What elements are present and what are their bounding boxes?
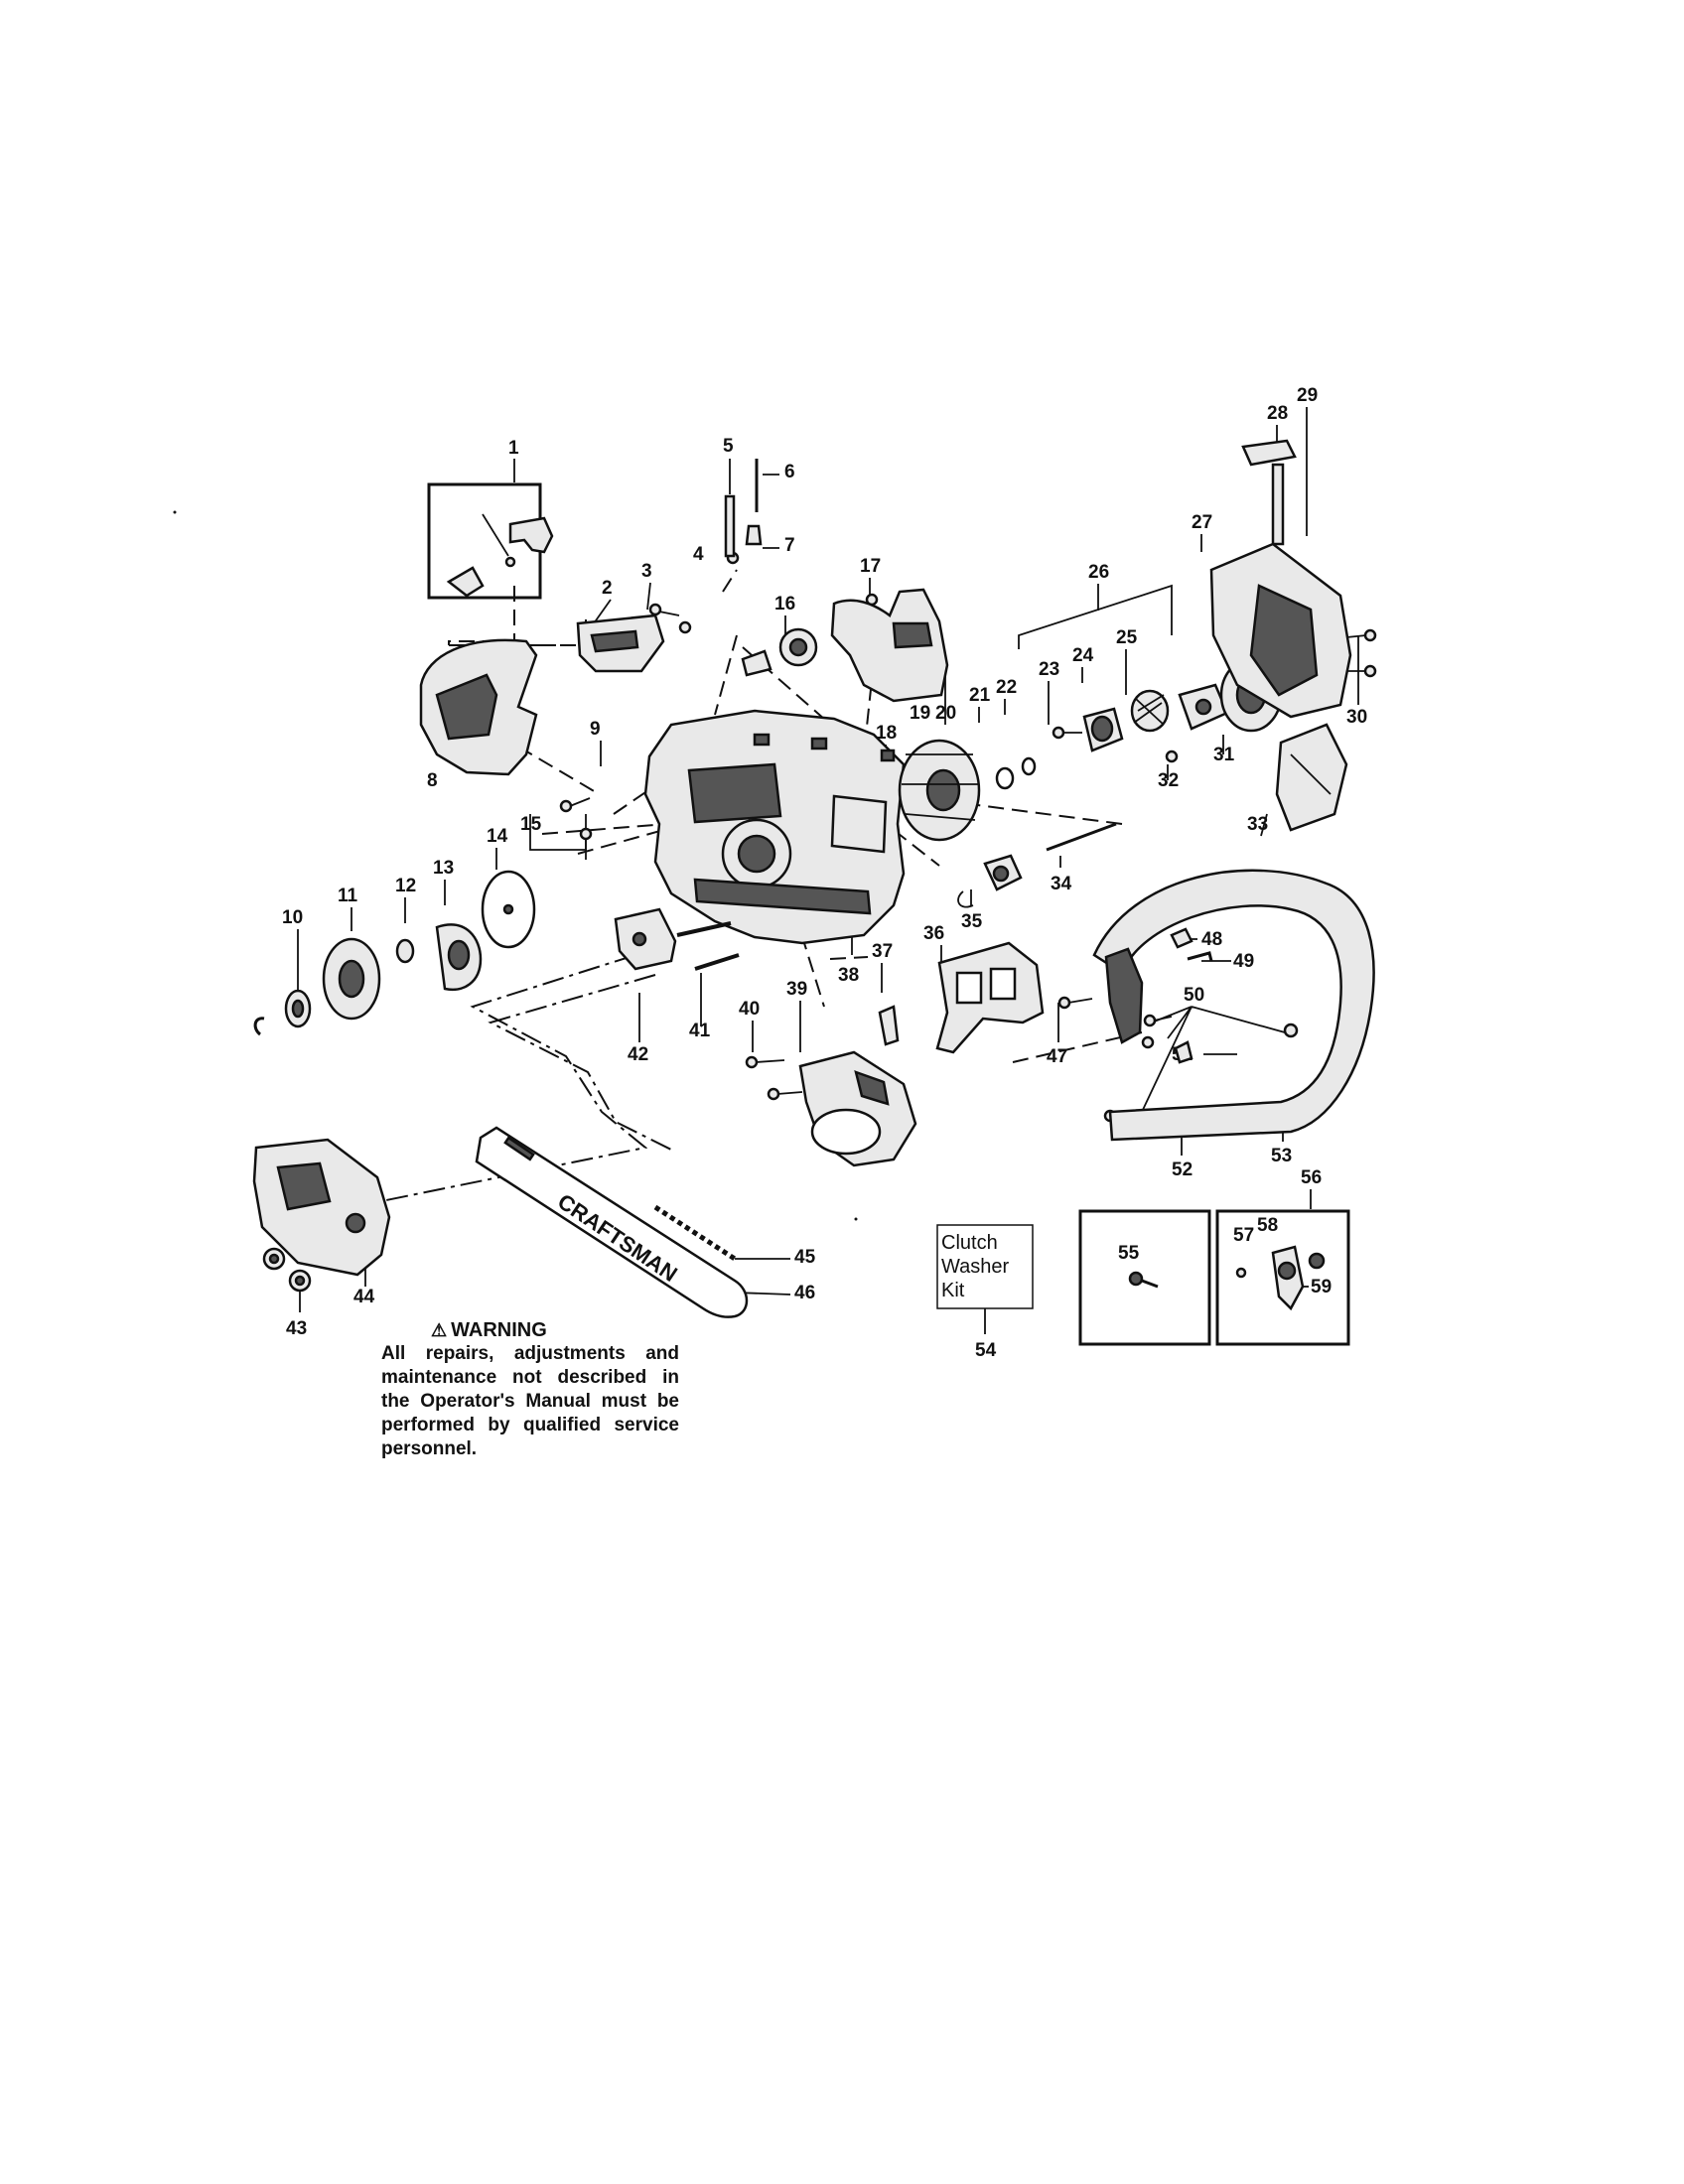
air-filter-cover <box>741 588 949 703</box>
callout-5: 5 <box>723 436 734 457</box>
clutch-parts <box>253 870 536 1036</box>
callout-16: 16 <box>774 594 795 614</box>
callout-21: 21 <box>969 685 991 706</box>
callout-58: 58 <box>1257 1215 1278 1236</box>
callout-4: 4 <box>693 544 704 565</box>
callout-57: 57 <box>1233 1225 1254 1246</box>
callout-11: 11 <box>338 886 358 906</box>
warning-triangle-icon: ⚠ <box>431 1320 448 1340</box>
rods <box>724 459 1117 852</box>
clutch-washer-kit-label: Clutch Washer Kit <box>941 1232 1010 1301</box>
callout-1: 1 <box>508 438 519 459</box>
callout-18: 18 <box>876 723 897 744</box>
callout-44: 44 <box>353 1287 375 1307</box>
kit-54-box <box>936 1224 1034 1309</box>
callout-36: 36 <box>923 923 944 944</box>
callout-45: 45 <box>794 1247 816 1268</box>
warning-title: ⚠WARNING <box>431 1318 679 1342</box>
callout-23: 23 <box>1039 659 1059 680</box>
callout-10: 10 <box>282 907 303 928</box>
callout-50: 50 <box>1184 985 1204 1006</box>
kit-boxes-55-56 <box>1078 1209 1350 1346</box>
callout-40: 40 <box>739 999 760 1020</box>
callout-12: 12 <box>395 876 416 896</box>
callout-30: 30 <box>1346 707 1367 728</box>
callout-6: 6 <box>784 462 795 482</box>
callout-54: 54 <box>975 1340 997 1361</box>
callout-56: 56 <box>1301 1167 1322 1188</box>
callout-27: 27 <box>1192 512 1212 533</box>
front-handle <box>1092 869 1375 1142</box>
callout-2: 2 <box>602 578 613 599</box>
callout-22: 22 <box>996 677 1017 698</box>
callout-31: 31 <box>1213 745 1235 765</box>
callout-28: 28 <box>1267 403 1288 424</box>
callout-13: 13 <box>433 858 454 879</box>
warning-title-text: WARNING <box>451 1319 547 1341</box>
sprocket-cover <box>252 1138 391 1293</box>
stray-mark <box>854 1217 858 1221</box>
clutch-cover <box>798 941 1045 1167</box>
oil-pump <box>957 854 1023 908</box>
callout-49: 49 <box>1233 951 1254 972</box>
callout-29: 29 <box>1297 385 1318 406</box>
warning-text: All repairs, adjustments and maintenance… <box>381 1343 679 1459</box>
callout-26: 26 <box>1088 562 1109 583</box>
flywheel <box>898 739 1037 842</box>
bar-plate <box>614 907 740 971</box>
callout-14: 14 <box>487 826 508 847</box>
callout-8: 8 <box>427 770 438 791</box>
callout-34: 34 <box>1051 874 1072 894</box>
callout-55: 55 <box>1118 1243 1140 1264</box>
callout-46: 46 <box>794 1283 815 1303</box>
callout-48: 48 <box>1201 929 1222 950</box>
callout-labels: 1 2 3 4 5 6 7 8 9 10 11 12 13 14 15 16 1… <box>282 385 1367 1361</box>
callout-25: 25 <box>1116 627 1138 648</box>
callout-19: 19 <box>910 703 930 724</box>
warning-notice: ⚠WARNING All repairs, adjustments and ma… <box>381 1318 679 1461</box>
guide-bar: CRAFTSMAN <box>475 1126 749 1318</box>
callout-59: 59 <box>1311 1277 1332 1297</box>
callout-43: 43 <box>286 1318 307 1339</box>
callout-9: 9 <box>590 719 601 740</box>
callout-42: 42 <box>628 1044 648 1065</box>
callout-37: 37 <box>872 941 893 962</box>
stray-mark <box>173 510 177 514</box>
callout-38: 38 <box>838 965 859 986</box>
part-1-kit-box <box>427 482 554 600</box>
callout-32: 32 <box>1158 770 1179 791</box>
callout-17: 17 <box>860 556 881 577</box>
callout-41: 41 <box>689 1021 711 1041</box>
callout-7: 7 <box>784 535 795 556</box>
callout-52: 52 <box>1172 1160 1193 1180</box>
callout-39: 39 <box>786 979 807 1000</box>
rear-handle <box>419 614 665 776</box>
starter-housing <box>1209 439 1352 832</box>
callout-35: 35 <box>961 911 983 932</box>
engine-housing <box>643 709 906 945</box>
callout-24: 24 <box>1072 645 1094 666</box>
callout-53: 53 <box>1271 1146 1292 1166</box>
callout-3: 3 <box>641 561 652 582</box>
